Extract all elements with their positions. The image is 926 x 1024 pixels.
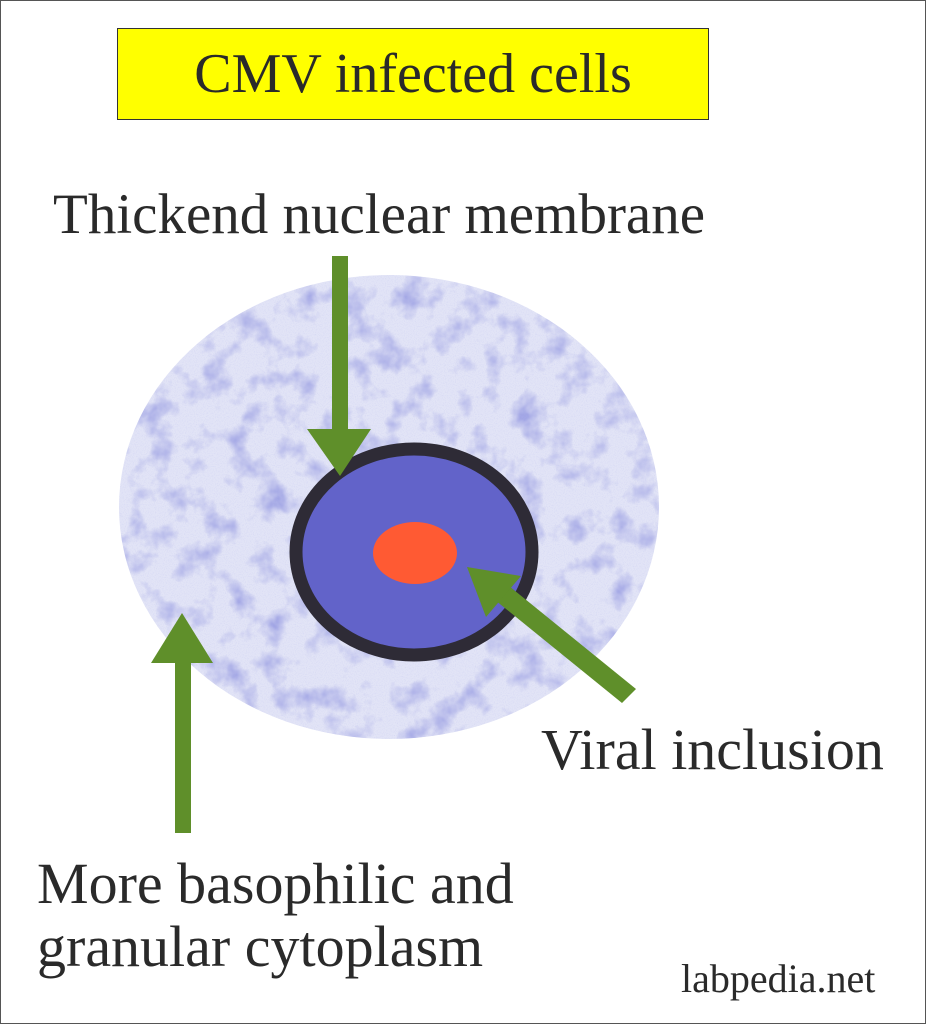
viral-inclusion-body [373, 522, 457, 584]
title-box: CMV infected cells [117, 28, 709, 120]
arrow-cytoplasm [151, 613, 213, 833]
arrow-nuclear-membrane [307, 256, 371, 476]
label-nuclear-membrane: Thickend nuclear membrane [53, 183, 706, 246]
label-cytoplasm-line-2: granular cytoplasm [37, 913, 484, 979]
watermark: labpedia.net [681, 956, 876, 1001]
label-viral-inclusion: Viral inclusion [541, 717, 884, 782]
label-cytoplasm: More basophilic and granular cytoplasm [37, 851, 514, 979]
arrow-viral-inclusion [467, 567, 636, 703]
page-title: CMV infected cells [194, 43, 632, 105]
label-cytoplasm-line-1: More basophilic and [37, 851, 514, 916]
